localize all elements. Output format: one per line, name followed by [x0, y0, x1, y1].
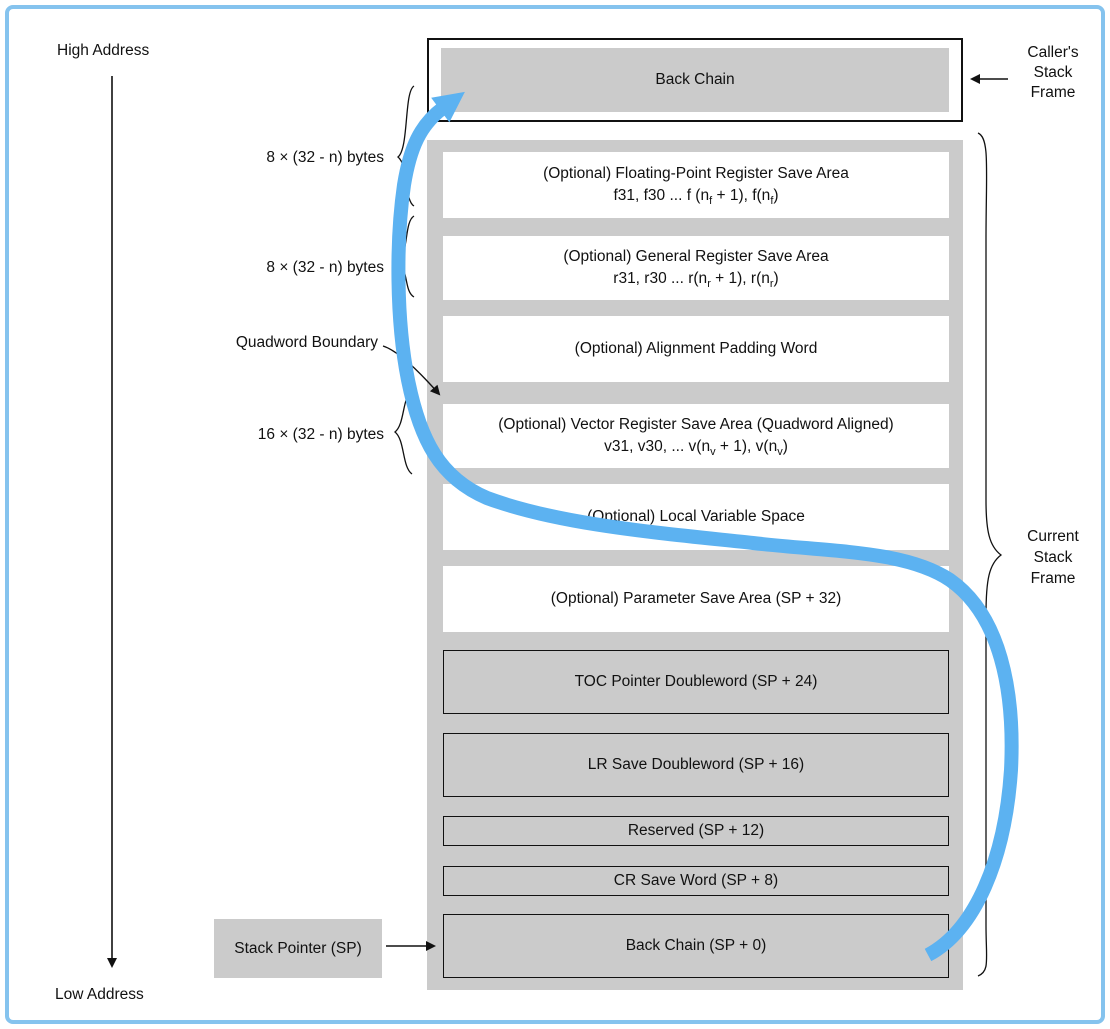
current-frame-column: (Optional) Floating-Point Register Save … — [427, 140, 963, 990]
current-frame-brace — [977, 132, 1003, 977]
cell-local-variable-space: (Optional) Local Variable Space — [443, 484, 949, 550]
quadword-boundary-label: Quadword Boundary — [235, 334, 378, 351]
cell-cr-save-word: CR Save Word (SP + 8) — [443, 866, 949, 896]
cell-alignment-padding-word: (Optional) Alignment Padding Word — [443, 316, 949, 382]
cell-vector-register-save-area: (Optional) Vector Register Save Area (Qu… — [443, 404, 949, 468]
cell-back-chain-sp0: Back Chain (SP + 0) — [443, 914, 949, 978]
cell-parameter-save-area: (Optional) Parameter Save Area (SP + 32) — [443, 566, 949, 632]
cell-reserved-word: Reserved (SP + 12) — [443, 816, 949, 846]
high-address-label: High Address — [57, 42, 150, 59]
caller-back-chain-cell: Back Chain — [441, 48, 949, 112]
gr-size-brace — [396, 215, 415, 298]
current-frame-label: Current Stack Frame — [1027, 528, 1079, 587]
stack-pointer-box: Stack Pointer (SP) — [214, 919, 382, 978]
gr-size-label: 8 × (32 - n) bytes — [266, 259, 384, 276]
vr-size-brace — [393, 390, 413, 475]
cell-general-register-save-area: (Optional) General Register Save Area r3… — [443, 236, 949, 300]
fp-size-brace — [396, 85, 415, 207]
low-address-label: Low Address — [55, 986, 144, 1003]
cell-lr-save-doubleword: LR Save Doubleword (SP + 16) — [443, 733, 949, 797]
callers-frame-box: Back Chain — [427, 38, 963, 122]
callers-frame-label: Caller's Stack Frame — [1027, 44, 1079, 101]
cell-fp-register-save-area: (Optional) Floating-Point Register Save … — [443, 152, 949, 218]
fp-size-label: 8 × (32 - n) bytes — [266, 149, 384, 166]
vr-size-label: 16 × (32 - n) bytes — [257, 426, 384, 443]
cell-toc-pointer-doubleword: TOC Pointer Doubleword (SP + 24) — [443, 650, 949, 714]
